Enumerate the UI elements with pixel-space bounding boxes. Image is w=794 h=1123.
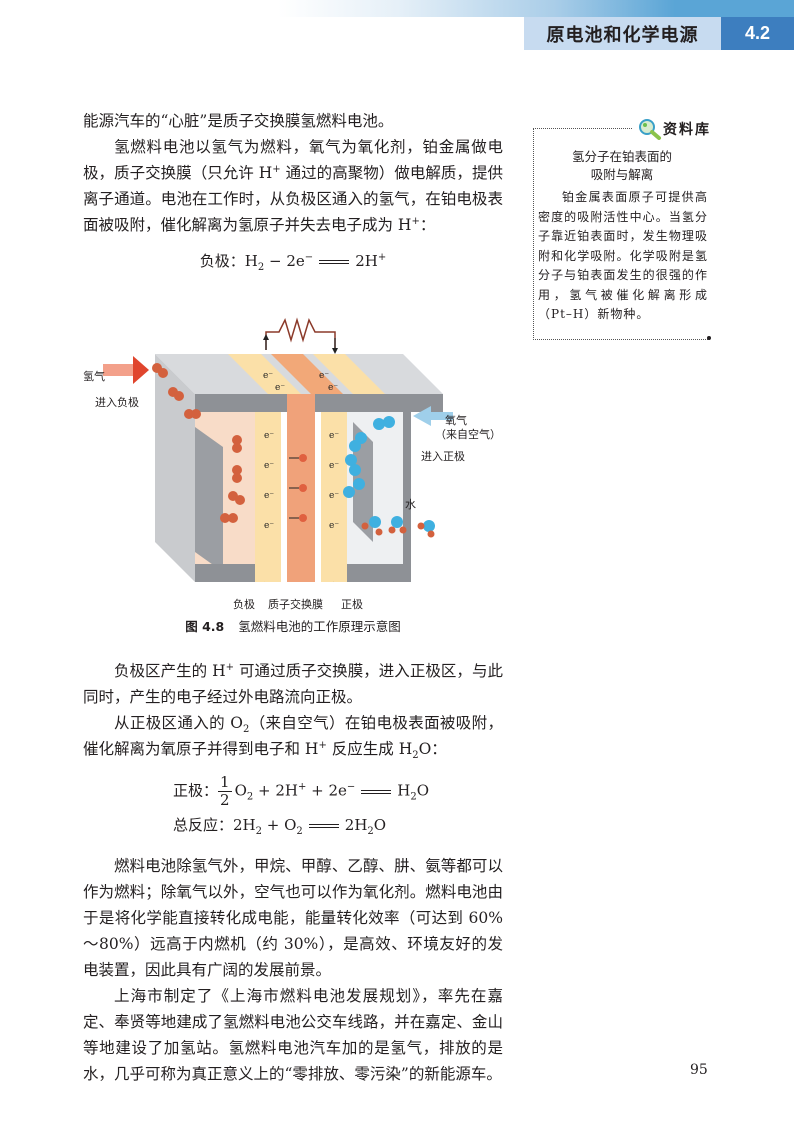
paragraph-4: 从正极区通入的 O2（来自空气）在铂电极表面被吸附，催化解离为氧原子并得到电子和… bbox=[83, 714, 503, 762]
svg-text:e⁻: e⁻ bbox=[275, 383, 285, 393]
section-number: 4.2 bbox=[721, 17, 794, 50]
fuel-cell-diagram: e⁻e⁻ e⁻e⁻ e⁻e⁻e⁻e⁻ e⁻e⁻e⁻e⁻ 氢气 进入负极 氧气 （… bbox=[83, 282, 503, 612]
label-cathode: 正极 bbox=[341, 598, 363, 611]
sidebar-corner-dot bbox=[707, 336, 711, 340]
figure-number: 图 4.8 bbox=[185, 619, 225, 634]
fuel-cell-illustration: e⁻e⁻ e⁻e⁻ e⁻e⁻e⁻e⁻ e⁻e⁻e⁻e⁻ bbox=[103, 317, 453, 609]
main-text-column: 能源汽车的“心脏”是质子交换膜氢燃料电池。 氢燃料电池以氢气为燃料，氧气为氧化剂… bbox=[83, 108, 503, 1087]
equals-sign bbox=[308, 824, 339, 828]
label-enter-cathode: 进入正极 bbox=[421, 450, 465, 463]
paragraph-2: 氢燃料电池以氢气为燃料，氧气为氧化剂，铂金属做电极，质子交换膜（只允许 H+ 通… bbox=[83, 138, 503, 234]
equals-sign bbox=[361, 789, 392, 794]
svg-text:e⁻: e⁻ bbox=[264, 431, 274, 441]
svg-text:e⁻: e⁻ bbox=[263, 371, 273, 381]
page-number: 95 bbox=[690, 1062, 708, 1078]
svg-text:e⁻: e⁻ bbox=[319, 371, 329, 381]
figure-caption: 图 4.8 氢燃料电池的工作原理示意图 bbox=[83, 614, 503, 640]
sidebar-dotted-border bbox=[533, 128, 710, 340]
svg-text:e⁻: e⁻ bbox=[264, 461, 274, 471]
label-oxygen: 氧气 bbox=[445, 414, 467, 427]
svg-text:e⁻: e⁻ bbox=[264, 491, 274, 501]
label-membrane: 质子交换膜 bbox=[268, 598, 323, 611]
svg-text:e⁻: e⁻ bbox=[264, 521, 274, 531]
svg-text:e⁻: e⁻ bbox=[329, 461, 339, 471]
chapter-title: 原电池和化学电源 bbox=[524, 17, 721, 50]
label-water: 水 bbox=[405, 498, 416, 511]
svg-text:e⁻: e⁻ bbox=[328, 383, 338, 393]
paragraph-1: 能源汽车的“心脏”是质子交换膜氢燃料电池。 bbox=[83, 112, 394, 130]
chapter-header: 原电池和化学电源 4.2 bbox=[524, 17, 794, 50]
paragraph-3: 负极区产生的 H+ 可通过质子交换膜，进入正极区，与此同时，产生的电子经过外电路… bbox=[83, 661, 503, 706]
svg-text:e⁻: e⁻ bbox=[329, 491, 339, 501]
equals-sign bbox=[319, 260, 350, 264]
label-hydrogen: 氢气 bbox=[83, 370, 105, 383]
paragraph-5: 燃料电池除氢气外，甲烷、甲醇、乙醇、肼、氨等都可以作为燃料；除氧气以外，空气也可… bbox=[83, 857, 503, 979]
sidebar-heading: 资料库 bbox=[633, 118, 711, 140]
label-enter-anode: 进入负极 bbox=[95, 396, 139, 409]
label-anode: 负极 bbox=[233, 598, 255, 611]
svg-text:e⁻: e⁻ bbox=[329, 431, 339, 441]
figure-caption-text: 氢燃料电池的工作原理示意图 bbox=[238, 619, 401, 634]
sidebar-title: 氢分子在铂表面的 吸附与解离 bbox=[571, 149, 672, 182]
svg-text:e⁻: e⁻ bbox=[329, 521, 339, 531]
header-gradient-bar bbox=[0, 0, 794, 17]
magnifier-icon bbox=[639, 119, 661, 140]
sidebar-body: 铂金属表面原子可提供高密度的吸附活性中心。当氢分子靠近铂表面时，发生物理吸附和化… bbox=[538, 190, 708, 321]
resource-sidebar: 资料库 氢分子在铂表面的 吸附与解离 铂金属表面原子可提供高密度的吸附活性中心。… bbox=[533, 118, 711, 342]
anode-equation: 负极：H2 − 2e−2H+ bbox=[199, 252, 387, 273]
paragraph-6: 上海市制定了《上海市燃料电池发展规划》，率先在嘉定、奉贤等地建成了氢燃料电池公交… bbox=[83, 987, 503, 1083]
label-from-air: （来自空气） bbox=[435, 428, 501, 441]
